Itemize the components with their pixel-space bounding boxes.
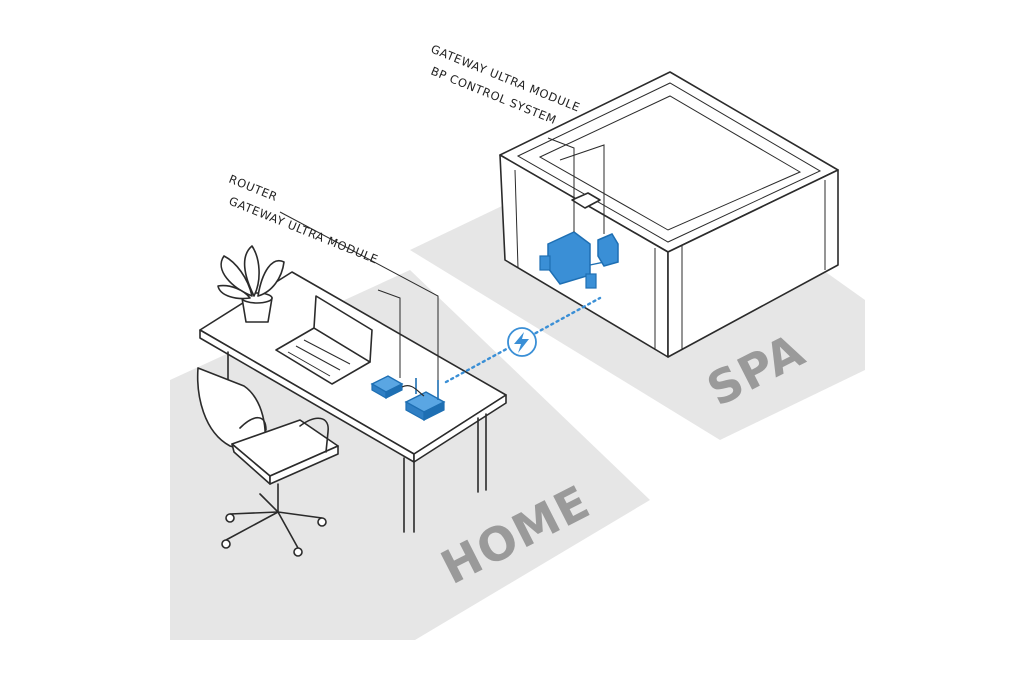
spa-gateway-module-device <box>597 233 619 267</box>
router-leader-line <box>279 211 439 380</box>
module-router-cable <box>401 385 425 397</box>
potted-plant <box>217 245 285 323</box>
gateway-spa-leader-line <box>547 137 575 232</box>
lightning-bolt-icon <box>507 327 537 357</box>
router-device <box>404 378 446 422</box>
bp-control-leader-line <box>559 144 605 234</box>
wireless-link-line <box>444 296 602 384</box>
spa-tub <box>499 71 839 358</box>
office-chair <box>196 367 339 557</box>
home-gateway-module-device <box>370 375 404 400</box>
laptop <box>275 295 373 385</box>
gateway-home-leader-line <box>377 289 401 378</box>
